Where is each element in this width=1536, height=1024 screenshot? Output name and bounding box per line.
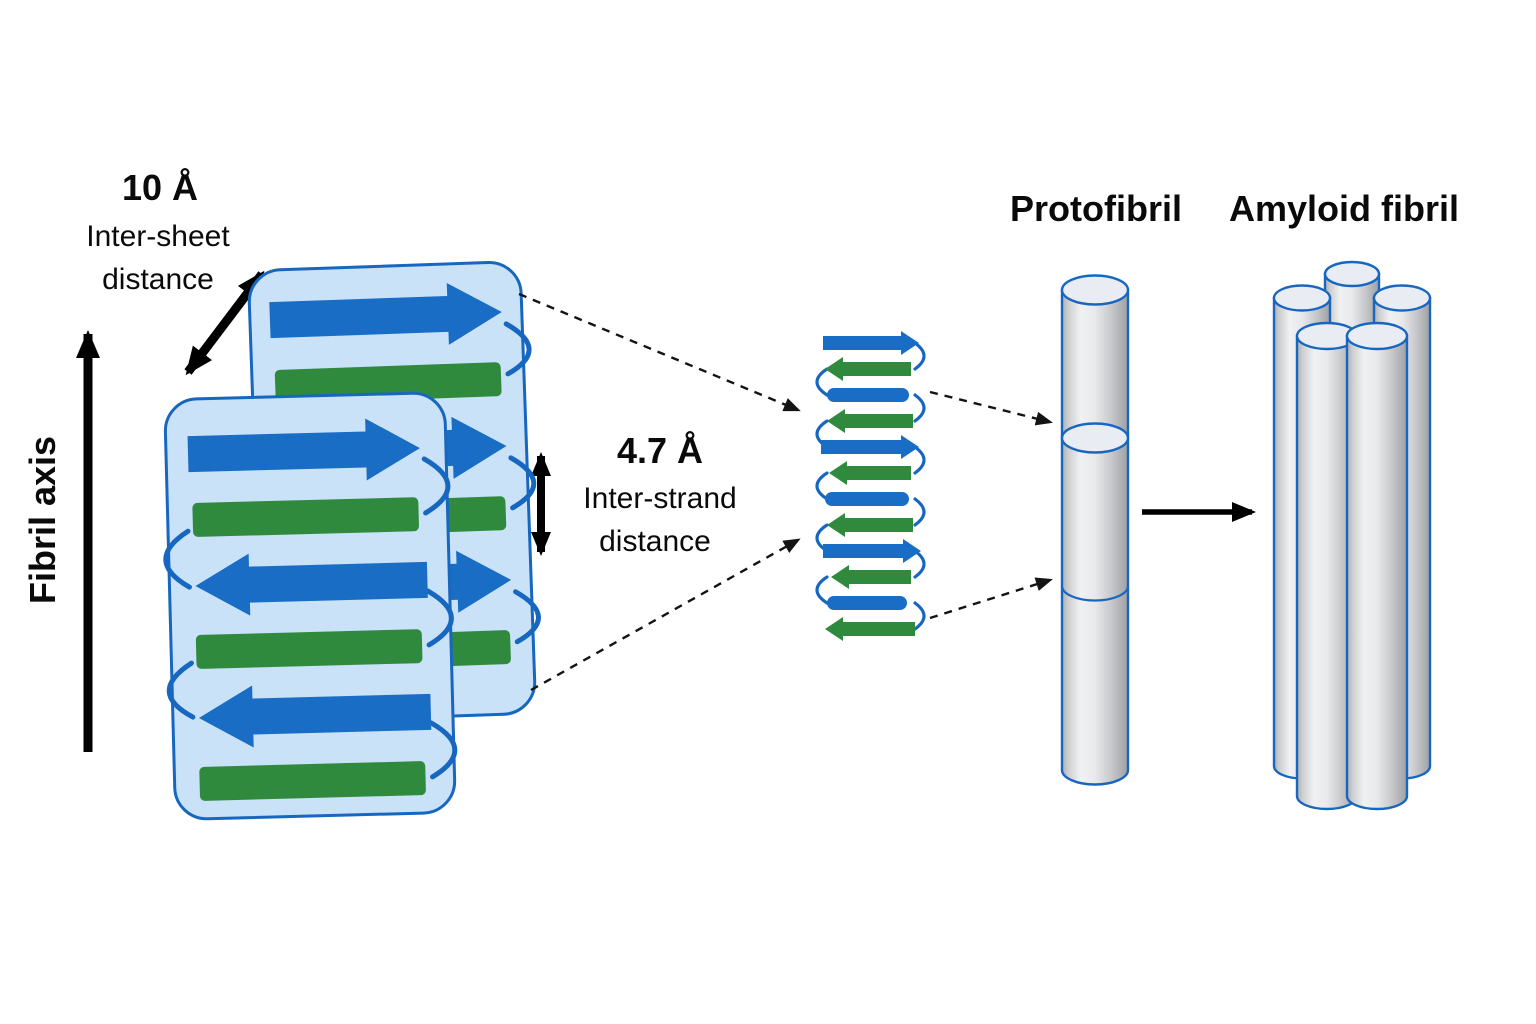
loop [503,321,532,377]
beta-strand-blue [825,492,909,506]
loop [913,497,926,527]
inter-strand-distance-label-1: Inter-strand [583,482,736,515]
loop [815,575,829,605]
beta-strand-green [829,461,911,485]
loop [913,549,926,579]
zoom-dashed-line-top [518,292,801,412]
loop [428,720,458,780]
protofibril-body [1060,288,1130,786]
beta-sheet-front [163,391,458,821]
loop [421,456,451,516]
loop [913,445,926,475]
beta-strand-blue [823,539,921,563]
loop [425,588,454,648]
loop [508,455,537,511]
inter-sheet-distance-label-2: distance [102,263,214,296]
beta-strand-green [831,565,911,589]
protofibril-top-cap [1060,274,1130,306]
amyloid-fibril-label: Amyloid fibril [1229,188,1459,229]
fibril-cylinder-cap [1323,260,1381,288]
inter-strand-distance-value: 4.7 Å [617,430,703,471]
inter-strand-distance-label-2: distance [599,525,711,558]
protofibril-segment-cap [1060,422,1130,454]
beta-strand-green [825,617,915,641]
fibril-cylinder-cap [1345,321,1409,351]
loop [163,528,192,590]
fibril-cylinder-cap [1372,284,1432,312]
beta-strand-green [827,513,913,537]
beta-strand-green [825,357,911,381]
loop [513,589,541,645]
inter-sheet-double-arrow [184,270,266,376]
beta-strand-green [827,409,913,433]
fibril-cylinder-cap [1272,284,1332,312]
beta-strand-green [192,497,420,538]
beta-strand-green [199,761,427,801]
beta-strand-green [195,629,423,669]
loop [815,367,829,397]
inter-sheet-distance-value: 10 Å [122,167,198,208]
beta-strand-blue [821,435,919,459]
ribbon-stack [815,331,926,641]
protofibril-cylinder [1060,274,1130,786]
loop [166,660,196,720]
fibril-cylinder [1345,334,1409,811]
loop [815,471,829,501]
protofibril-segment-seam [1060,585,1130,602]
zoom-dashed-line-bottom [530,538,801,692]
loop [913,601,926,631]
fibril-axis-label: Fibril axis [22,436,63,604]
protofibril-dashed-line-bottom [929,577,1053,620]
loop [913,341,926,371]
amyloid-fibril-bundle [1272,260,1432,811]
beta-strand-blue [827,388,909,402]
protofibril-dashed-line-top [929,390,1053,426]
protofibril-label: Protofibril [1010,188,1182,229]
beta-strand-blue [823,331,919,355]
beta-strand-blue [827,596,907,610]
inter-sheet-distance-label-1: Inter-sheet [86,220,230,253]
loop [913,393,926,423]
